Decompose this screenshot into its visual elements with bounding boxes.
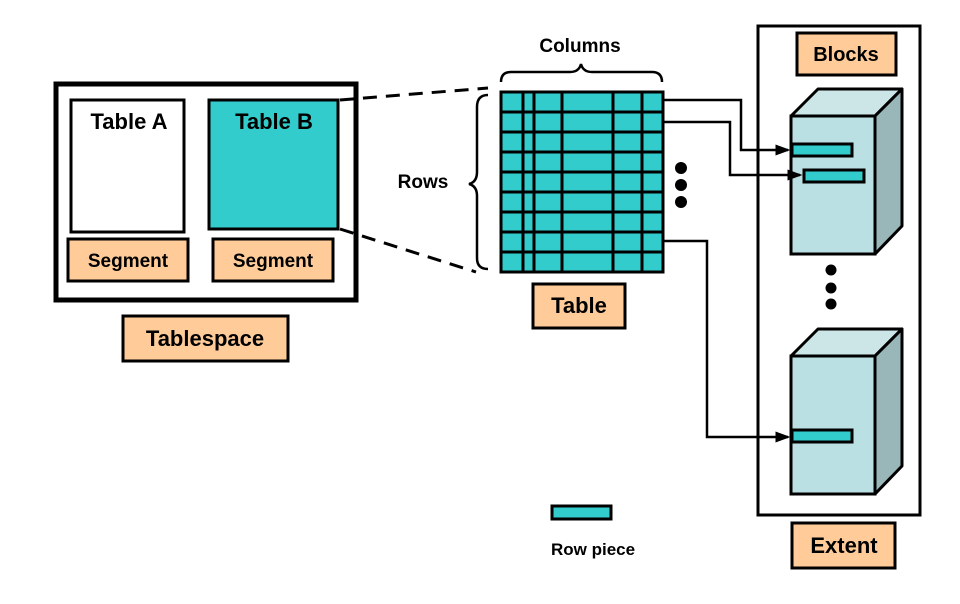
segment-a-box [66,237,190,283]
zoom-line-bottom [339,227,477,274]
row-piece [790,142,854,158]
table-grid [499,90,665,274]
row-piece [802,168,866,184]
legend-row-piece-swatch [550,504,613,521]
data-block [789,327,904,496]
table-a-box [69,98,186,234]
segment-b-box [211,237,335,283]
block-side-face [873,327,904,496]
ellipsis-dot [675,196,687,208]
tablespace-label-box [121,314,290,363]
legend-row-piece-label: Row piece [551,540,635,559]
block-front-face [789,354,877,496]
segment-b-label: Segment [233,251,314,272]
ellipsis-dot [825,282,837,294]
table-grid-body [499,90,665,274]
table-a-label: Table A [90,109,167,134]
table-label: Table [551,293,607,318]
table-label-box [531,282,627,330]
table-b-box [207,98,340,231]
table-b-label: Table B [235,109,313,134]
rows-label: Rows [398,172,449,193]
row-piece [790,428,854,444]
zoom-line-top [339,86,489,102]
rows-brace [468,93,489,271]
ellipsis-dot [825,298,837,310]
data-block [789,87,904,256]
blocks-label: Blocks [813,44,879,66]
block-side-face [873,87,904,256]
row-connector [664,98,791,156]
extent-label-box [790,521,897,570]
segment-a-label: Segment [88,251,169,272]
tablespace-label: Tablespace [146,326,264,351]
row-connector [664,120,803,181]
ellipsis-dot [675,162,687,174]
columns-label: Columns [539,36,620,57]
block-front-face [789,114,877,256]
extent-container [756,24,922,517]
ellipsis-dot [675,179,687,191]
ellipsis-dot [825,264,837,276]
columns-brace [499,63,664,83]
row-connector [664,239,791,443]
blocks-label-box [795,31,898,77]
extent-label: Extent [810,533,878,558]
